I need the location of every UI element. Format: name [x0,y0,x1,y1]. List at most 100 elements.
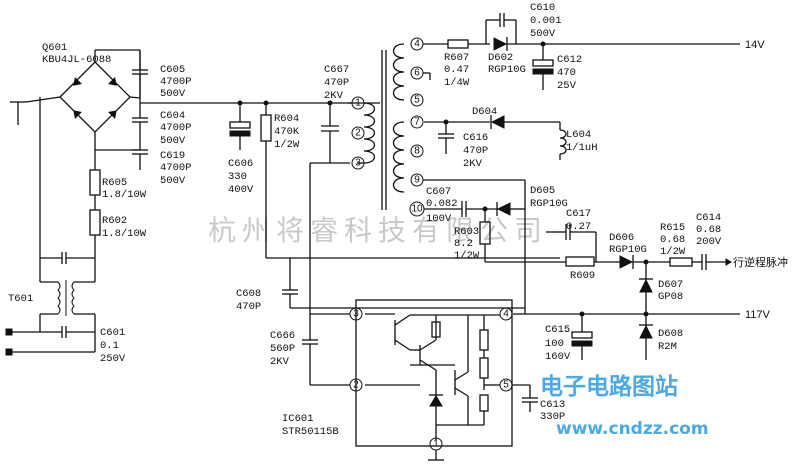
c605-value: 4700P [160,76,192,88]
r609-label: R609 [570,270,595,282]
output-117v-label: 117V [745,309,771,321]
c608-value: 470P [236,301,261,313]
c604-voltage: 500V [160,135,186,147]
capacitor-c667 [321,100,339,163]
line-filter-t601 [5,97,96,356]
ic601-package [355,299,513,447]
r615-value: 0.68 [660,234,685,246]
d608-value: R2M [658,341,677,353]
ic601-label: IC601 [282,413,314,425]
ic-pin-3: 3 [353,309,359,320]
transformer-pin-2: 2 [355,128,361,139]
c610-value: 0.001 [530,15,562,27]
ic-pin-5: 5 [503,380,509,391]
flyback-transformer [330,43,405,210]
r604-value: 470K [274,126,300,138]
r603-power: 1/2W [454,250,480,262]
transformer-pin-7: 7 [414,117,420,128]
r605-label: R605 [102,177,127,189]
transformer-pins: 1 2 3 4 5 6 7 8 9 10 [351,37,425,217]
r604-label: R604 [274,113,299,125]
output-14v-label: 14V [745,39,765,51]
t601-label: T601 [8,293,33,305]
c604-label: C604 [160,110,185,122]
resistor-r602 [89,209,101,236]
r603-label: R603 [454,226,479,238]
resistor-r605 [89,169,101,196]
l604-label: L604 [566,129,591,141]
transformer-pin-6: 6 [414,68,420,79]
c615-voltage: 160V [545,351,571,363]
c601-value: 0.1 [100,340,119,352]
resistor-r604 [260,100,272,258]
transformer-pin-4: 4 [414,39,420,50]
c616-voltage: 2KV [463,158,483,170]
c613-label: C613 [540,399,565,411]
bridge-rectifier-q601 [59,50,131,150]
d604-label: D604 [472,106,497,118]
pulse-line [266,254,732,314]
c606-label: C606 [228,158,253,170]
c666-value: 560P [270,343,295,355]
ic-pin-1: 1 [433,439,439,450]
q601-value: KBU4JL-6088 [42,54,111,66]
ic601-part: STR50115B [282,426,339,438]
c614-value: 0.68 [696,224,721,236]
c607-voltage: 100V [426,213,452,225]
c616-value: 470P [463,145,488,157]
c612-value: 470 [557,67,576,79]
c607-label: C607 [426,186,451,198]
l604-value: 1/1uH [566,142,598,154]
r607-value: 0.47 [444,64,469,76]
c617-label: C617 [566,208,591,220]
c606-value: 330 [228,171,247,183]
d606-value: RGP10G [609,244,647,256]
d607-value: GP08 [658,291,683,303]
c601-voltage: 250V [100,353,126,365]
output-pulse-label: 行逆程脉冲 [733,255,788,269]
d608-label: D608 [658,328,683,340]
transformer-pin-8: 8 [414,146,420,157]
capacitor-c606 [229,100,251,150]
c615-value: 100 [545,338,564,350]
c619-label: C619 [160,150,185,162]
c667-voltage: 2KV [324,90,344,102]
d605-value: RGP10G [530,198,568,210]
d607-label: D607 [658,279,683,291]
r604-power: 1/2W [274,139,300,151]
d602-value: RGP10G [488,64,526,76]
c606-voltage: 400V [228,184,254,196]
c667-label: C667 [324,64,349,76]
c605-voltage: 500V [160,88,186,100]
r605-value: 1.8/10W [102,189,147,201]
watermark-site-cn: 电子电路图站 [540,373,678,400]
c601-label: C601 [100,327,125,339]
bridge-capacitors [95,50,148,170]
c612-voltage: 25V [557,80,577,92]
c619-value: 4700P [160,162,192,174]
capacitor-c613 [512,384,538,412]
transformer-pin-3: 3 [355,158,361,169]
c604-value: 4700P [160,122,192,134]
r602-label: R602 [102,215,127,227]
c619-voltage: 500V [160,175,186,187]
c607-value: 0.082 [426,198,458,210]
q601-label: Q601 [42,42,67,54]
d605-label: D605 [530,185,555,197]
transformer-pin-5: 5 [414,95,420,106]
ground-symbol [10,96,61,125]
c613-value: 330P [540,411,565,423]
r615-power: 1/2W [660,246,686,258]
output-14v-circuit [423,13,740,90]
c615-label: C615 [545,324,570,336]
c605-label: C605 [160,64,185,76]
c610-label: C610 [530,2,555,14]
c608-label: C608 [236,288,261,300]
c617-value: 0.27 [566,221,591,233]
pin9-pin10-circuit [423,179,597,314]
watermark-site-url: www.cndzz.com [556,419,709,439]
c666-label: C666 [270,330,295,342]
r607-label: R607 [444,52,469,64]
r615-label: R615 [660,222,685,234]
